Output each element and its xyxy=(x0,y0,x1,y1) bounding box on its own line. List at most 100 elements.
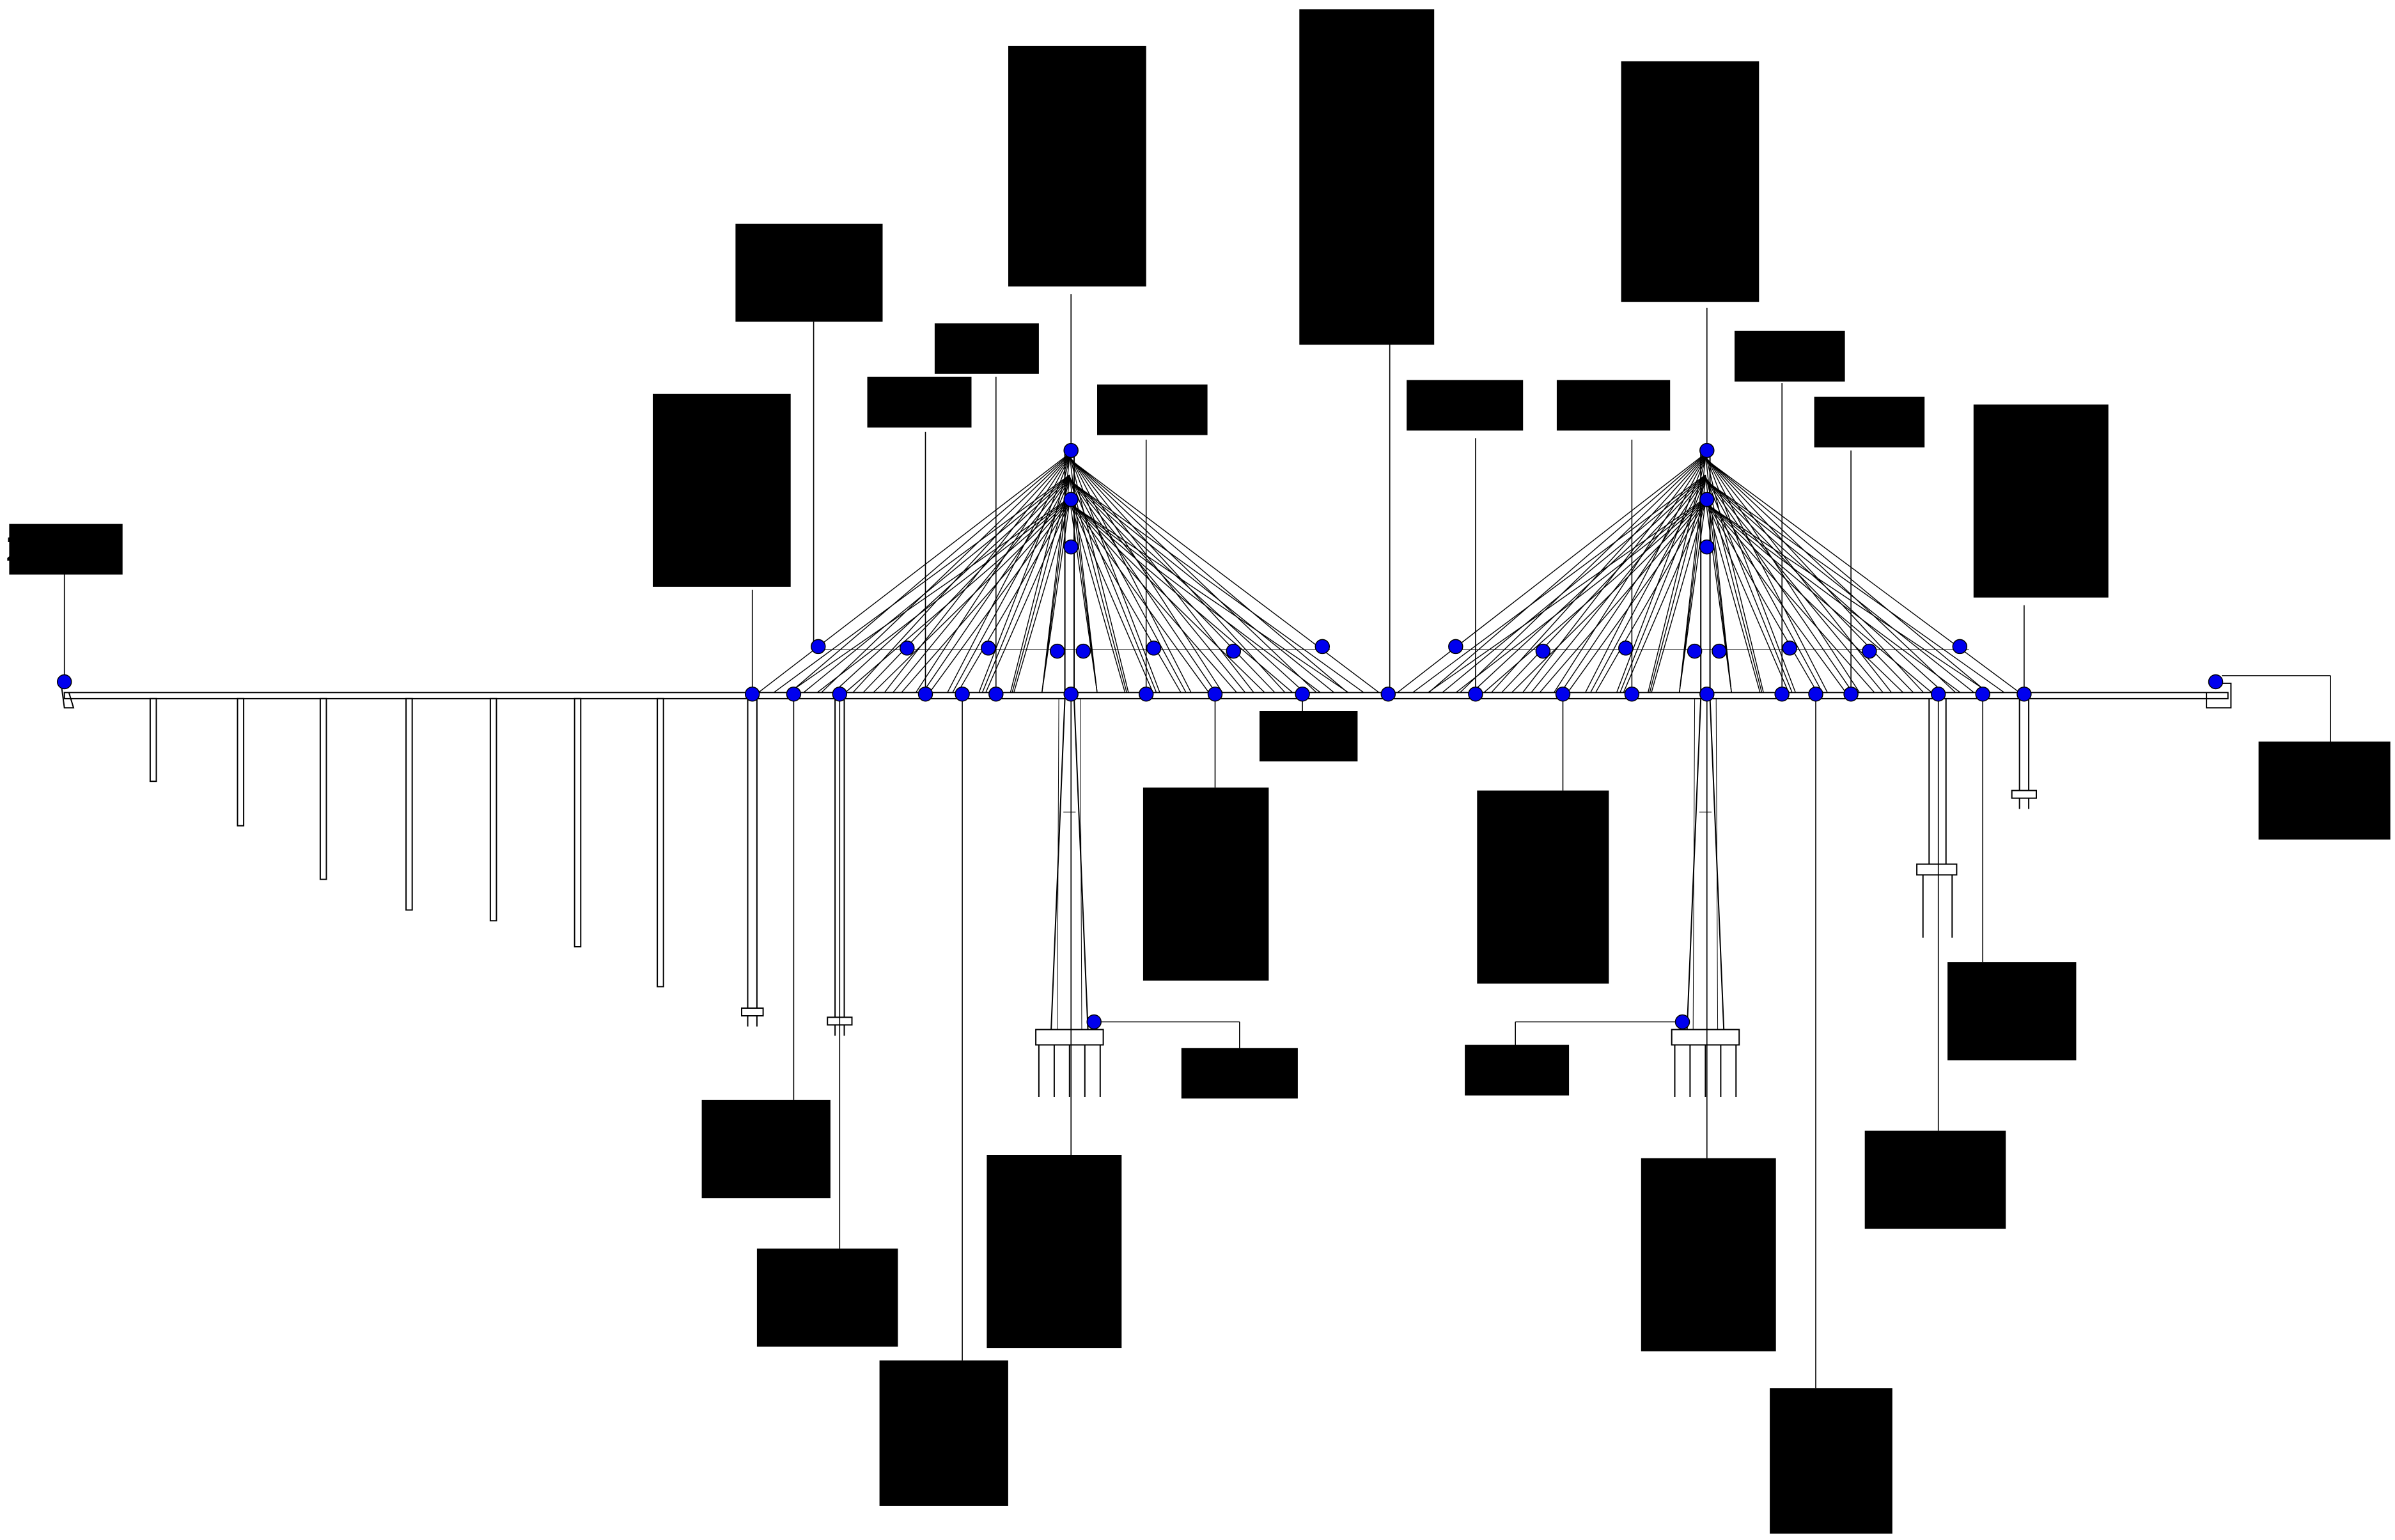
label-right_pier_bottom_b: 8#(2)10#(2) xyxy=(1864,1130,2006,1229)
label-right_pier_bottom_a: 18#(3)8#(2) xyxy=(1947,962,2077,1061)
label-text: 20#(32) xyxy=(748,277,861,316)
stay-cable xyxy=(1428,497,1706,693)
stay-cable xyxy=(1560,478,1706,693)
stay-cable xyxy=(1069,474,1098,693)
right-abutment xyxy=(2206,682,2232,709)
label-left_span_3: 8#(2) xyxy=(1097,384,1208,435)
section-node xyxy=(1774,686,1790,702)
stay-cable xyxy=(1013,502,1070,693)
section-node xyxy=(1712,643,1727,659)
label-mid_top: 18#(4)15#(8)9#(1)8#(2)6#(8)4#(2)1#(3) xyxy=(1299,9,1435,345)
label-left_span_1: 8#(2) xyxy=(867,377,972,428)
label-left_pier_a: 14#(1)13#(1)11#(2)10#(2) xyxy=(653,393,791,587)
stay-cable xyxy=(1069,502,1349,693)
pier-cap xyxy=(1916,863,1958,876)
section-node xyxy=(1063,686,1079,702)
approach-pier xyxy=(657,697,664,988)
stay-cable xyxy=(1455,498,1706,693)
label-left_tower_top: 9#(1)21#(1)12#(2)5#(1)2#(2) xyxy=(1008,45,1146,287)
label-left_foundation_note: 7#(1) xyxy=(1181,1048,1298,1099)
stay-cable xyxy=(1705,501,1875,693)
pile-cap xyxy=(1671,1029,1740,1046)
stay-cable xyxy=(1705,499,1790,693)
label-left_deck_bottom_a: 6#(8)15#(8)18#(3) xyxy=(879,1360,1008,1506)
label-text: 13#(1) xyxy=(674,447,769,486)
stay-cable xyxy=(758,453,1070,693)
section-node xyxy=(2017,686,2032,702)
label-text: 6#(8) xyxy=(909,1366,987,1406)
bridge-structure xyxy=(60,449,2232,1097)
label-box xyxy=(1477,790,1609,984)
label-box xyxy=(934,323,1039,374)
label-box xyxy=(1770,1388,1892,1534)
section-labels: 21#(1)21#(1)3#(8)14#(1)13#(1)11#(2)10#(2… xyxy=(6,9,2391,1534)
left-abutment xyxy=(60,685,75,709)
stay-cable xyxy=(1705,474,1732,693)
label-text: 8#(2) xyxy=(1109,390,1186,430)
label-text: 8#(2) xyxy=(1023,1208,1100,1248)
label-text: 21#(1) xyxy=(1029,99,1125,139)
label-text: 8#(2) xyxy=(1978,1015,2055,1055)
stay-cable xyxy=(1511,499,1706,693)
label-text: 13#(1) xyxy=(1992,458,2087,497)
label-far_left: 21#(1) xyxy=(6,524,123,575)
section-node xyxy=(1699,686,1715,702)
section-node xyxy=(1063,492,1079,508)
label-box xyxy=(735,223,883,322)
label-text: 9#(1) xyxy=(1660,66,1737,106)
label-left_mid_bottom: 6#(8)8#(2)15#(8)18#(3) xyxy=(1143,787,1269,981)
label-box xyxy=(867,377,972,428)
stay-cable xyxy=(1069,499,1153,693)
section-node xyxy=(744,686,760,702)
stay-cable xyxy=(1069,476,1157,693)
stay-cable xyxy=(1567,501,1706,693)
stay-cable xyxy=(1705,456,1924,693)
approach-pier xyxy=(149,697,157,782)
label-left_pier_a_bottom: 18#(3)8#(2) xyxy=(701,1100,831,1199)
section-node xyxy=(955,686,970,702)
stay-cable xyxy=(773,474,1070,693)
section-node xyxy=(2208,674,2224,690)
section-node xyxy=(1535,643,1551,659)
label-text: 6#(8) xyxy=(1677,1163,1754,1203)
section-node xyxy=(981,641,996,656)
label-text: 10#(2) xyxy=(674,541,769,581)
stay-cable xyxy=(1069,454,1129,693)
label-text: 7#(1) xyxy=(1470,1050,1547,1090)
stay-cable xyxy=(1705,479,1944,693)
label-right_span_1: 8#(2) xyxy=(1407,380,1524,431)
stay-cable xyxy=(884,455,1070,693)
label-text: 12#(2) xyxy=(1029,146,1125,186)
section-node xyxy=(1843,686,1859,702)
label-text: 18#(3) xyxy=(1005,1303,1100,1342)
label-text: 18#(3) xyxy=(1659,1306,1754,1346)
stay-cable xyxy=(1705,497,1732,693)
label-right_span_4: 8#(2) xyxy=(1814,396,1925,447)
section-node xyxy=(1618,641,1634,656)
stay-cable xyxy=(788,497,1070,693)
label-text: 18#(3) xyxy=(1775,1488,1871,1528)
label-text: 1#(3) xyxy=(1335,300,1412,339)
label-left_tower_base: 6#(8)8#(2)15#(8)18#(3) xyxy=(987,1155,1122,1348)
label-text: 5#(1) xyxy=(1660,209,1737,249)
section-node xyxy=(1699,492,1715,508)
label-box xyxy=(701,1100,831,1199)
label-text: 9#(1) xyxy=(1047,51,1125,91)
section-node xyxy=(1295,686,1310,702)
section-node xyxy=(1380,686,1396,702)
section-node xyxy=(1063,442,1079,458)
stay-cable xyxy=(1069,479,1335,693)
section-node xyxy=(1207,686,1223,702)
section-node xyxy=(1782,641,1797,656)
label-text: 14#(1) xyxy=(674,399,769,439)
stay-cable xyxy=(952,478,1070,693)
stay-cable xyxy=(1471,476,1706,693)
section-node xyxy=(1226,643,1242,659)
stay-cable xyxy=(1705,480,2005,693)
section-node xyxy=(988,686,1004,702)
pile-cap xyxy=(1035,1029,1104,1046)
label-text: 15#(8) xyxy=(1775,1441,1871,1481)
label-text: 21#(1) xyxy=(2274,747,2369,787)
section-node xyxy=(1468,686,1483,702)
